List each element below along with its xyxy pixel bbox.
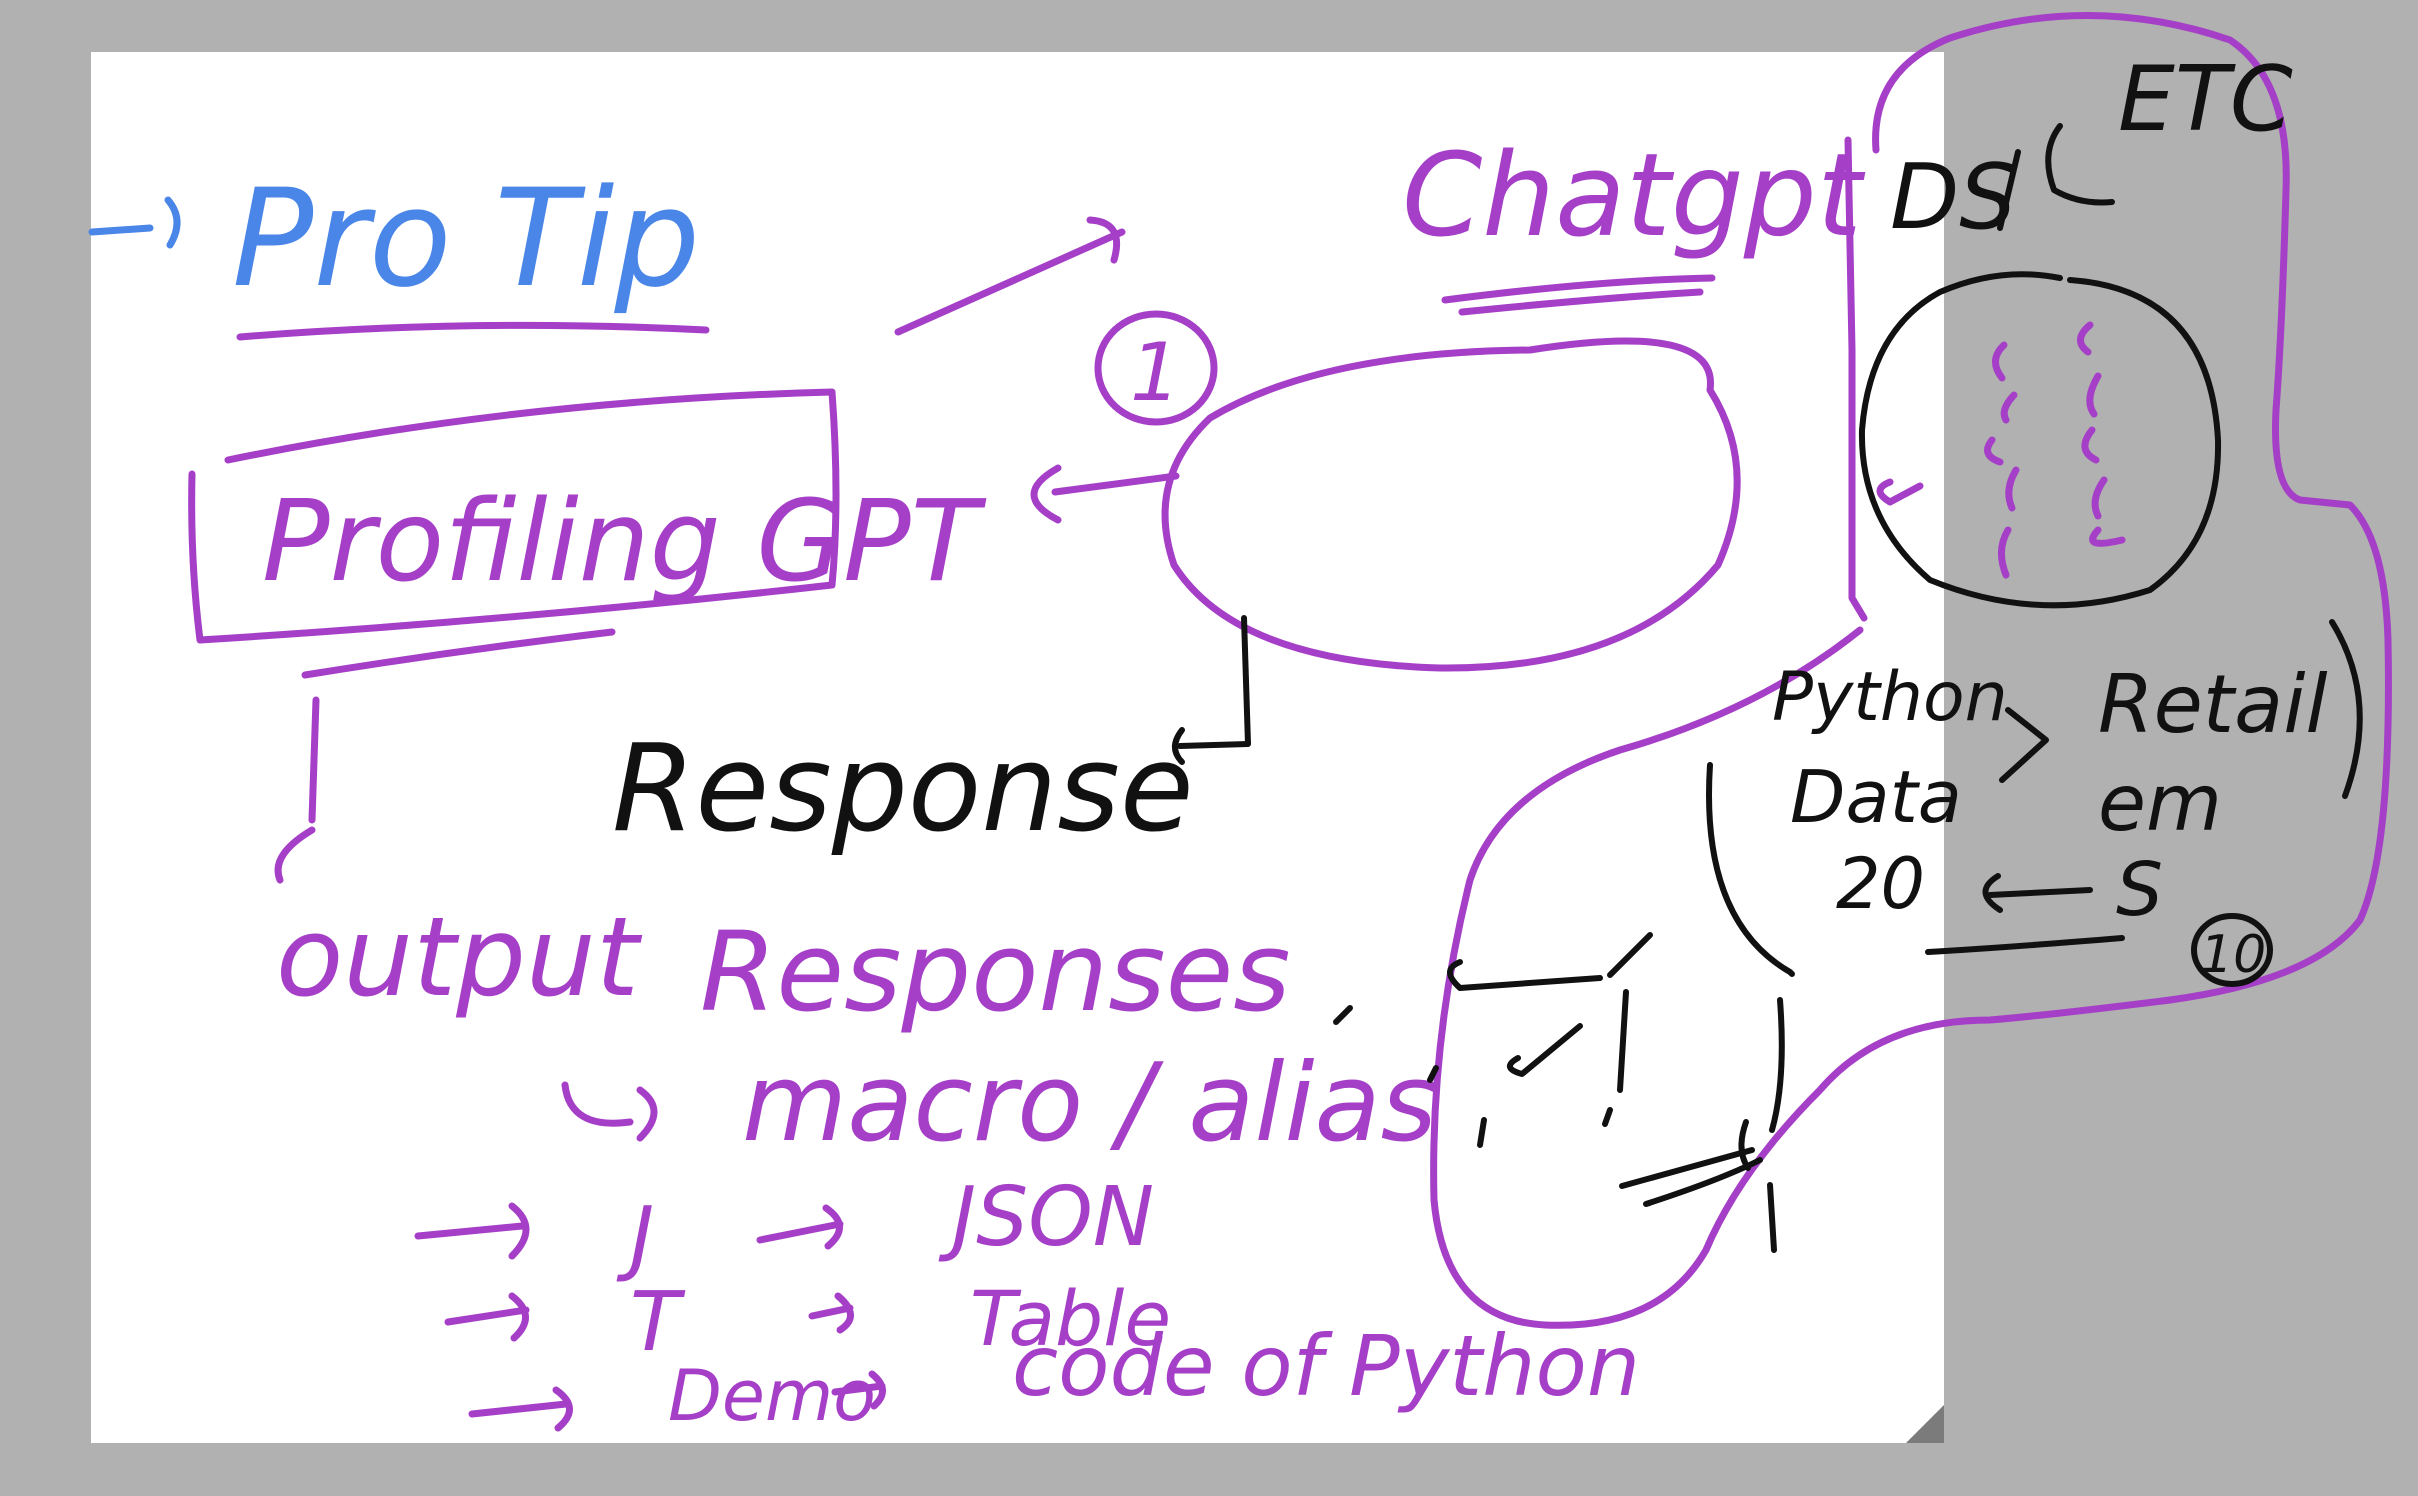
resize-grip-icon[interactable] bbox=[1906, 1405, 1944, 1443]
badge-10-circle bbox=[2191, 913, 2273, 987]
table-text: Table bbox=[970, 1274, 1171, 1363]
python-text: Python bbox=[1772, 658, 2008, 737]
etc-text: ETC bbox=[2118, 47, 2293, 152]
s-text: S bbox=[2116, 847, 2163, 933]
step-1-circle bbox=[1094, 310, 1218, 426]
arrow-s-to-20 bbox=[1982, 873, 2093, 913]
arrow-j-json bbox=[756, 1204, 844, 1250]
bottom-line bbox=[1925, 935, 2125, 955]
em-text: em bbox=[2098, 759, 2222, 849]
arrow-j bbox=[414, 1202, 530, 1260]
mark-vertical-3 bbox=[1767, 1182, 1777, 1253]
pro-tip-arrow bbox=[88, 196, 181, 249]
macro-alias-text: macro / alias bbox=[742, 1041, 1437, 1166]
mark-vertical-2 bbox=[1769, 997, 1785, 1133]
profiling-gpt-text: Profiling GPT bbox=[262, 477, 987, 607]
mark-v bbox=[1333, 1005, 1353, 1025]
ds-arrow-mark bbox=[1876, 478, 1924, 506]
arrow-demo bbox=[468, 1386, 573, 1432]
right-bracket bbox=[2329, 619, 2363, 799]
demo-text: Demo bbox=[668, 1355, 876, 1437]
down-arrow-profiling bbox=[274, 696, 320, 884]
t-text: T bbox=[630, 1275, 686, 1370]
right-blob-outline bbox=[1430, 12, 2392, 1329]
pro-tip-text: Pro Tip bbox=[232, 160, 700, 317]
mark-c-line bbox=[1447, 932, 1653, 991]
chatgpt-underline bbox=[1441, 274, 1716, 316]
pro-tip-underline bbox=[236, 321, 710, 341]
ds-left-marks bbox=[1984, 341, 2020, 579]
json-text: JSON bbox=[938, 1170, 1154, 1265]
mark-ticks bbox=[1427, 1065, 1613, 1148]
retail-text: Retail bbox=[2098, 658, 2328, 751]
mark-arrow bbox=[1619, 1119, 1763, 1207]
profiling-gpt-box bbox=[188, 388, 840, 644]
chatgpt-text: Chatgpt bbox=[1402, 129, 1866, 263]
code-of-python-text: code of Python bbox=[1012, 1317, 1640, 1415]
resize-handle[interactable] bbox=[1906, 1405, 1944, 1443]
mark-vertical-1 bbox=[1617, 989, 1629, 1093]
arrow-t bbox=[444, 1292, 530, 1342]
arrow-t-table bbox=[808, 1292, 854, 1334]
arrow-to-chatgpt bbox=[894, 216, 1126, 336]
profiling-underline bbox=[301, 628, 616, 679]
ds-text: DS bbox=[1890, 145, 2016, 250]
arrow-from-chatgpt bbox=[1030, 464, 1180, 524]
output-text: output bbox=[276, 893, 643, 1021]
left-bracket bbox=[1706, 762, 1795, 977]
ds-right-marks bbox=[2077, 321, 2126, 547]
step-1-number: 1 bbox=[1130, 326, 1181, 419]
right-blob-inner-edge bbox=[1844, 136, 1868, 622]
chatgpt-ellipse bbox=[1161, 337, 1741, 672]
greater-than-mark bbox=[1999, 707, 2049, 783]
badge-10-text: 10 bbox=[2200, 925, 2266, 985]
hook-arrow-macro bbox=[561, 1081, 658, 1142]
mark-c-diagonal bbox=[1507, 1023, 1583, 1077]
return-arrow bbox=[1172, 615, 1251, 765]
response-text: Response bbox=[612, 720, 1194, 859]
ds-circle bbox=[1858, 271, 2222, 609]
ds-slash bbox=[1997, 123, 2115, 231]
data-text: Data bbox=[1790, 755, 1962, 839]
arrow-demo-code bbox=[831, 1370, 886, 1410]
twenty-text: 20 bbox=[1836, 843, 1925, 925]
responses-text: Responses bbox=[700, 908, 1291, 1036]
pro-tip-group: Pro Tip bbox=[88, 160, 700, 317]
j-text: J bbox=[616, 1190, 654, 1285]
